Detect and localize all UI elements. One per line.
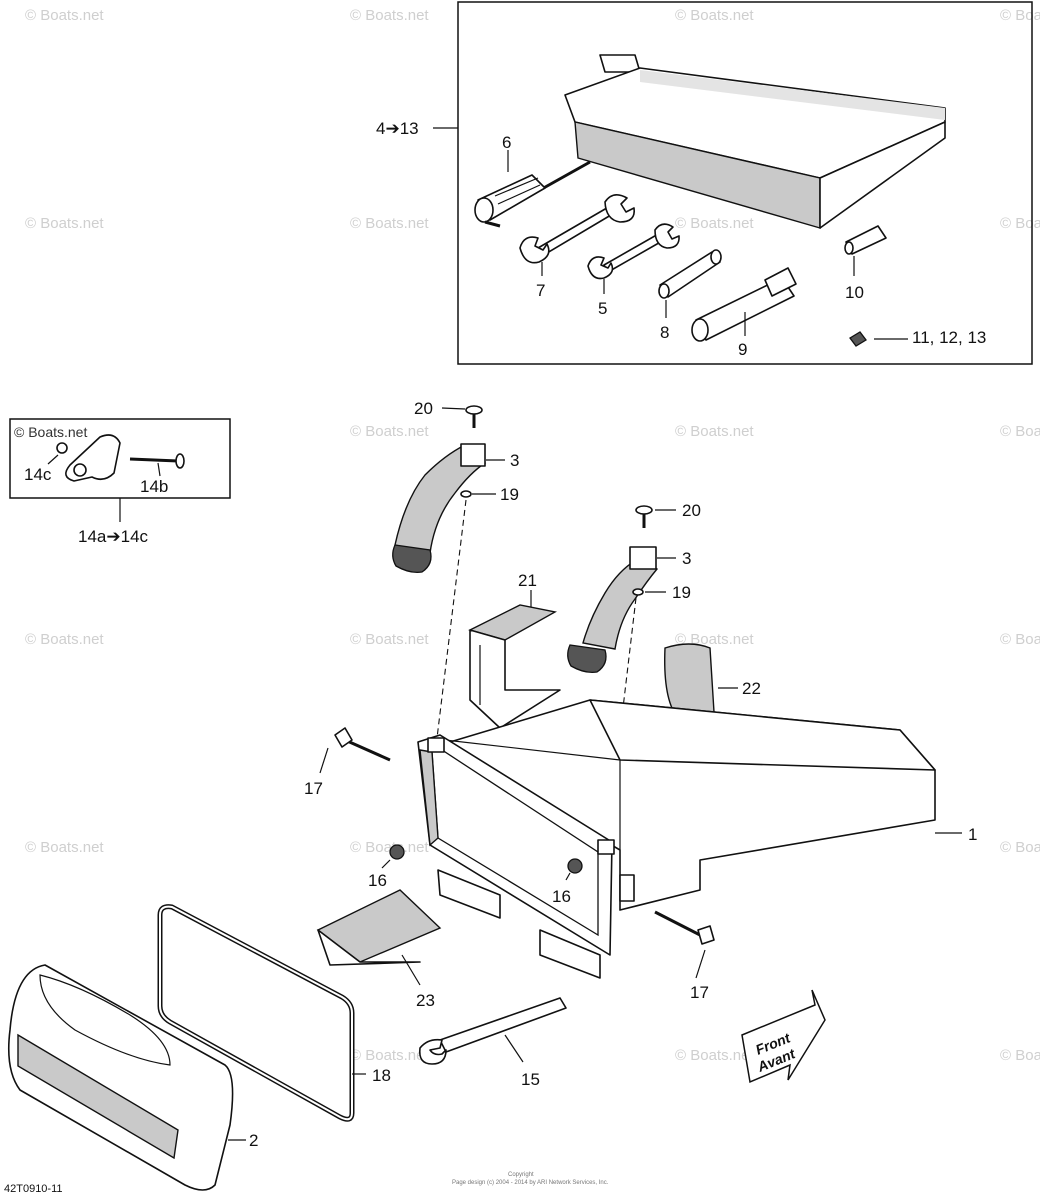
callout-labels: 4➔13 6 7 5 8 9 10 11, 12, 13 14c 14b 14a… xyxy=(24,119,986,1150)
spark-plug-wrench xyxy=(691,267,797,342)
watermark: © Boats.net xyxy=(25,215,104,232)
label-23: 23 xyxy=(416,991,435,1010)
handle-left xyxy=(392,405,505,574)
label-17: 17 xyxy=(304,779,323,798)
watermark: © Boats.net xyxy=(25,7,104,24)
watermark: © Boats.net xyxy=(350,631,429,648)
watermark: © Boats.net xyxy=(1000,215,1040,232)
watermark: © Boats.net xyxy=(1000,839,1040,856)
storage-lid xyxy=(7,964,246,1191)
watermark: © Boats.net xyxy=(675,423,754,440)
label-4-13: 4➔13 xyxy=(376,119,419,138)
tube-wrench xyxy=(658,249,722,318)
label-5: 5 xyxy=(598,299,607,318)
watermark: © Boats.net xyxy=(675,7,754,24)
watermark: © Boats.net xyxy=(350,215,429,232)
front-arrow: Front Avant xyxy=(741,989,826,1084)
fuse xyxy=(844,225,887,276)
open-end-wrench-small xyxy=(587,223,680,294)
label-19: 19 xyxy=(500,485,519,504)
label-20: 20 xyxy=(682,501,701,520)
label-14a-14c: 14a➔14c xyxy=(78,527,149,546)
alignment-line xyxy=(436,499,467,739)
copyright-line1: Copyright xyxy=(508,1172,534,1178)
label-16: 16 xyxy=(368,871,387,890)
label-16: 16 xyxy=(552,887,571,906)
bolt-left xyxy=(319,727,391,774)
label-14b: 14b xyxy=(140,477,168,496)
label-9: 9 xyxy=(738,340,747,359)
watermark: © Boats.net xyxy=(350,7,429,24)
label-7: 7 xyxy=(536,281,545,300)
copyright-line2: Page design (c) 2004 - 2014 by ARI Netwo… xyxy=(452,1180,609,1186)
watermark: © Boats.net xyxy=(350,839,429,856)
label-17: 17 xyxy=(690,983,709,1002)
bolt-head xyxy=(175,453,185,469)
handle-right xyxy=(567,505,676,674)
watermark: © Boats.net xyxy=(1000,1047,1040,1064)
label-21: 21 xyxy=(518,571,537,590)
label-3: 3 xyxy=(510,451,519,470)
deflector-lower xyxy=(316,889,442,986)
label-2: 2 xyxy=(249,1131,258,1150)
diagram-code: 42T0910-11 xyxy=(4,1183,63,1195)
label-14c: 14c xyxy=(24,465,52,484)
watermark: © Boats.net xyxy=(25,631,104,648)
watermark: © Boats.net xyxy=(350,423,429,440)
gasket xyxy=(157,904,366,1122)
watermark: © Boats.net xyxy=(1000,7,1040,24)
bracket xyxy=(65,434,121,482)
watermark: © Boats.net xyxy=(25,839,104,856)
nut-right xyxy=(567,858,583,874)
inset-watermark: © Boats.net xyxy=(14,424,87,440)
mini-fuse xyxy=(849,331,908,347)
watermark: © Boats.net xyxy=(350,1047,429,1064)
label-20: 20 xyxy=(414,399,433,418)
label-6: 6 xyxy=(502,133,511,152)
open-end-wrench-large xyxy=(519,194,636,276)
watermark: © Boats.net xyxy=(1000,631,1040,648)
fastener-inset-box: © Boats.net xyxy=(9,418,231,522)
label-3: 3 xyxy=(682,549,691,568)
label-8: 8 xyxy=(660,323,669,342)
watermark: © Boats.net xyxy=(675,215,754,232)
storage-box xyxy=(417,699,962,979)
bolt-right xyxy=(654,910,715,979)
deflector-upper xyxy=(468,590,561,729)
label-22: 22 xyxy=(742,679,761,698)
label-15: 15 xyxy=(521,1070,540,1089)
watermark: © Boats.net xyxy=(1000,423,1040,440)
label-18: 18 xyxy=(372,1066,391,1085)
label-10: 10 xyxy=(845,283,864,302)
nut xyxy=(56,442,68,454)
label-1: 1 xyxy=(968,825,977,844)
spanner-wrench xyxy=(418,997,567,1065)
label-11-12-13: 11, 12, 13 xyxy=(912,328,986,347)
watermark: © Boats.net xyxy=(675,1047,754,1064)
tool-pouch xyxy=(564,54,946,229)
tool-kit-box xyxy=(433,1,1033,365)
label-19: 19 xyxy=(672,583,691,602)
screwdriver xyxy=(474,150,591,228)
nut-left xyxy=(389,844,405,860)
